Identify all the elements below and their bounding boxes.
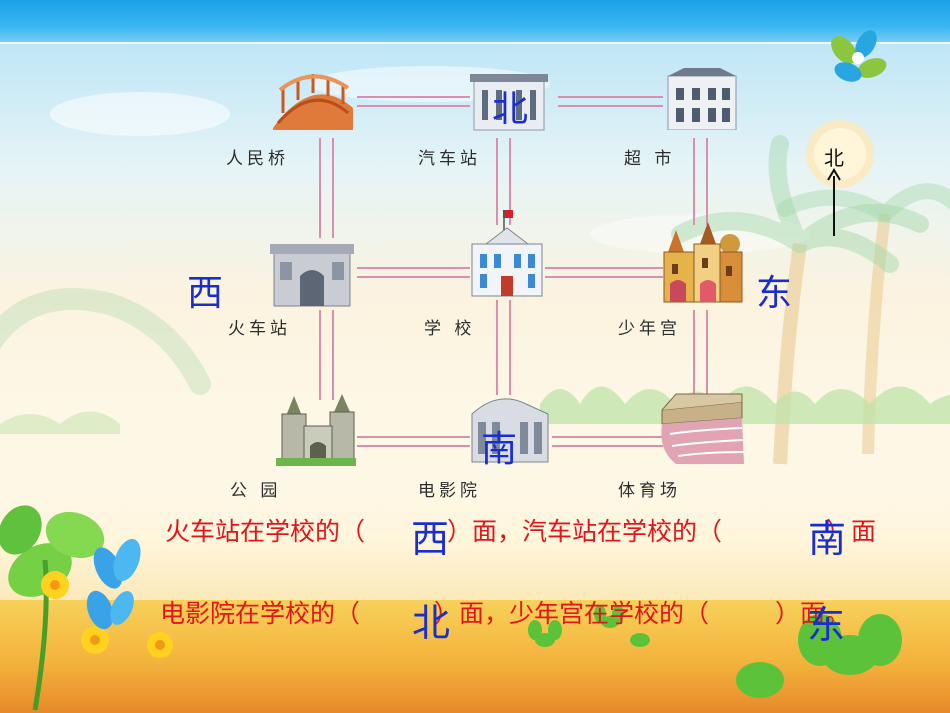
building-label-childrens-palace: 少年宫 xyxy=(618,319,681,339)
clover-bottom xyxy=(528,605,902,698)
building-label-stadium: 体育场 xyxy=(618,481,681,501)
ground-light xyxy=(0,490,950,610)
school-icon xyxy=(471,210,543,297)
answer-1-west: 西 xyxy=(411,517,450,561)
cinema-icon xyxy=(471,398,549,463)
leaf-logo-icon xyxy=(831,30,887,82)
question-line-1: 火车站在学校的（ ）面，汽车站在学校的（ ）面 xyxy=(165,512,876,548)
question-1-part-1: 火车站在学校的（ xyxy=(165,517,366,546)
building-label-park: 公 园 xyxy=(230,481,282,501)
background-decoration xyxy=(0,66,950,465)
building-label-bus-station: 汽车站 xyxy=(418,149,481,169)
question-2-part-3: ）面。 xyxy=(775,599,851,628)
question-2-part-2: ）面，少年宫在学校的（ xyxy=(434,599,710,628)
building-label-supermarket: 超 市 xyxy=(624,149,676,169)
stadium-icon xyxy=(661,393,745,464)
compass-north-label: 北 xyxy=(824,146,844,170)
clover-left xyxy=(0,505,105,711)
direction-west: 西 xyxy=(187,273,224,314)
question-2-part-1: 电影院在学校的（ xyxy=(160,599,361,628)
train-station-icon xyxy=(270,244,354,307)
building-label-school: 学 校 xyxy=(424,319,476,339)
building-label-cinema: 电影院 xyxy=(418,481,481,501)
answer-4-east: 东 xyxy=(807,603,846,647)
yellow-flowers xyxy=(41,571,173,658)
question-1-part-3: ）面 xyxy=(826,517,877,546)
question-1-part-2: ）面，汽车站在学校的（ xyxy=(447,517,723,546)
top-banner-line xyxy=(0,42,950,44)
direction-north: 北 xyxy=(492,89,529,130)
flower-decoration xyxy=(0,505,902,711)
supermarket-icon xyxy=(667,68,737,130)
question-line-2: 电影院在学校的（ ）面，少年宫在学校的（ ）面。 xyxy=(160,594,850,630)
building-label-train-station: 火车站 xyxy=(228,319,291,339)
building-label-people-bridge: 人民桥 xyxy=(226,149,289,169)
direction-south: 南 xyxy=(481,429,518,470)
park-icon xyxy=(276,394,356,466)
north-arrow-icon xyxy=(827,168,841,236)
butterfly-icon xyxy=(86,538,141,630)
bridge-icon xyxy=(273,74,353,130)
bus-station-icon xyxy=(470,74,548,131)
answer-3-north: 北 xyxy=(412,601,451,645)
direction-east: 东 xyxy=(756,273,793,314)
answer-2-south: 南 xyxy=(808,517,847,561)
top-banner xyxy=(0,0,950,44)
childrens-palace-icon xyxy=(663,222,743,303)
